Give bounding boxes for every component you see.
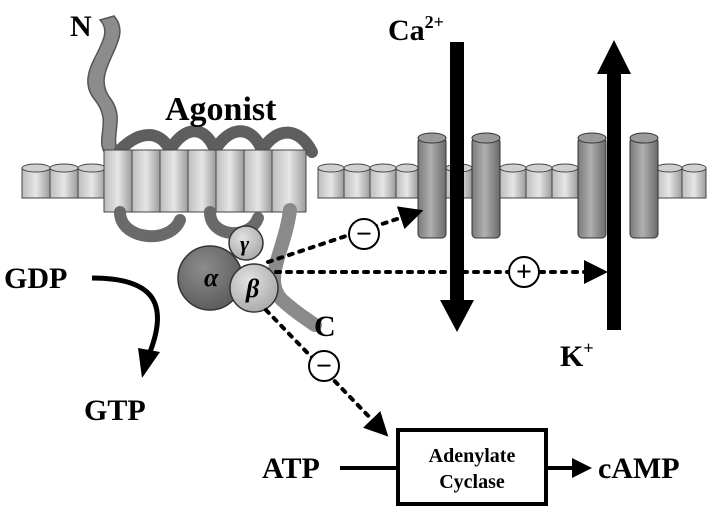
svg-text:+: + [516,257,532,288]
signal-to-calcium-channel [266,206,424,264]
receptor-helix-bundle [103,125,318,243]
potassium-channel [577,132,659,239]
membrane-left [21,163,107,199]
g-beta-subunit [229,263,279,313]
g-gamma-subunit [228,225,264,261]
svg-text:−: − [356,219,372,250]
c-terminus-label: C [314,310,336,343]
calcium-influx-arrow [440,42,474,332]
membrane-middle [317,163,579,199]
activate-potassium-sign: + [508,256,540,288]
g-protein: α γ β [177,225,279,313]
enzyme-label-line2: Cyclase [439,471,505,493]
camp-output-arrow [546,458,592,478]
potassium-efflux-arrow [597,40,631,330]
receptor-c-terminal-tail [267,203,322,332]
potassium-label: K+ [560,338,594,373]
gdp-to-gtp-arrow [91,275,161,378]
agonist-label: Agonist [165,91,277,128]
alpha-label: α [204,263,219,292]
membrane-right [655,163,707,199]
atp-label: ATP [262,452,320,485]
adenylate-cyclase-box: Adenylate Cyclase [396,428,548,506]
n-terminus-label: N [70,10,92,43]
camp-label: cAMP [598,452,680,485]
gtp-label: GTP [84,394,146,427]
gdp-label: GDP [4,262,67,295]
receptor-n-terminal-ribbon [87,15,126,161]
beta-label: β [245,274,260,303]
calcium-channel [417,132,501,239]
inhibit-adenylate-cyclase-sign: − [308,350,340,382]
calcium-label: Ca2+ [388,12,444,47]
inhibit-calcium-sign: − [348,218,380,250]
gamma-label: γ [240,231,250,256]
svg-text:−: − [316,351,332,382]
enzyme-label-line1: Adenylate [429,445,516,467]
